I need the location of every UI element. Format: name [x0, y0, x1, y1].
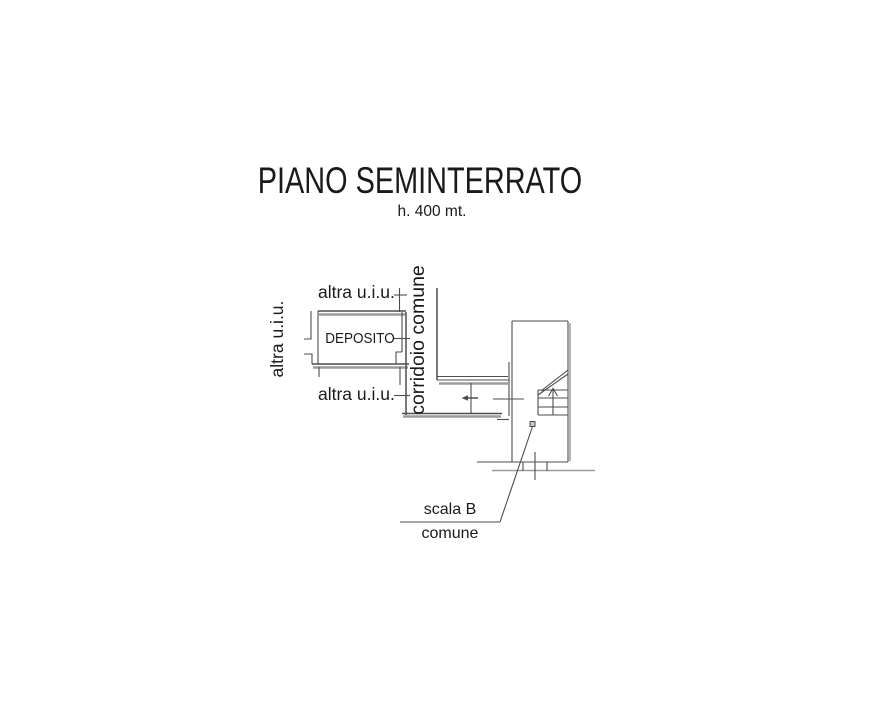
- adjacent-unit-boundary-marks: [304, 311, 401, 385]
- label-deposito-room: DEPOSITO: [325, 330, 395, 347]
- label-leader-lines: [394, 294, 410, 397]
- label-scala-comune: comune: [421, 525, 479, 542]
- label-altra-uiu-left: altra u.i.u.: [267, 300, 287, 378]
- page-subtitle: h. 400 mt.: [397, 203, 467, 220]
- leader-end-marker: [529, 421, 536, 427]
- staircase-symbol: [537, 369, 569, 416]
- label-corridoio-comune: corridoio comune: [407, 265, 429, 415]
- stair-block-walls: [477, 320, 595, 480]
- door-swing-arrow: [461, 395, 478, 401]
- label-altra-uiu-bottom: altra u.i.u.: [318, 384, 395, 404]
- stair-label-leader: [400, 421, 536, 523]
- label-scala-b: scala B: [423, 501, 477, 518]
- page-title: PIANO SEMINTERRATO: [257, 160, 583, 201]
- deposito-room-walls: [312, 310, 409, 369]
- stair-direction-arrowhead: [548, 387, 558, 397]
- label-altra-uiu-top: altra u.i.u.: [318, 282, 395, 302]
